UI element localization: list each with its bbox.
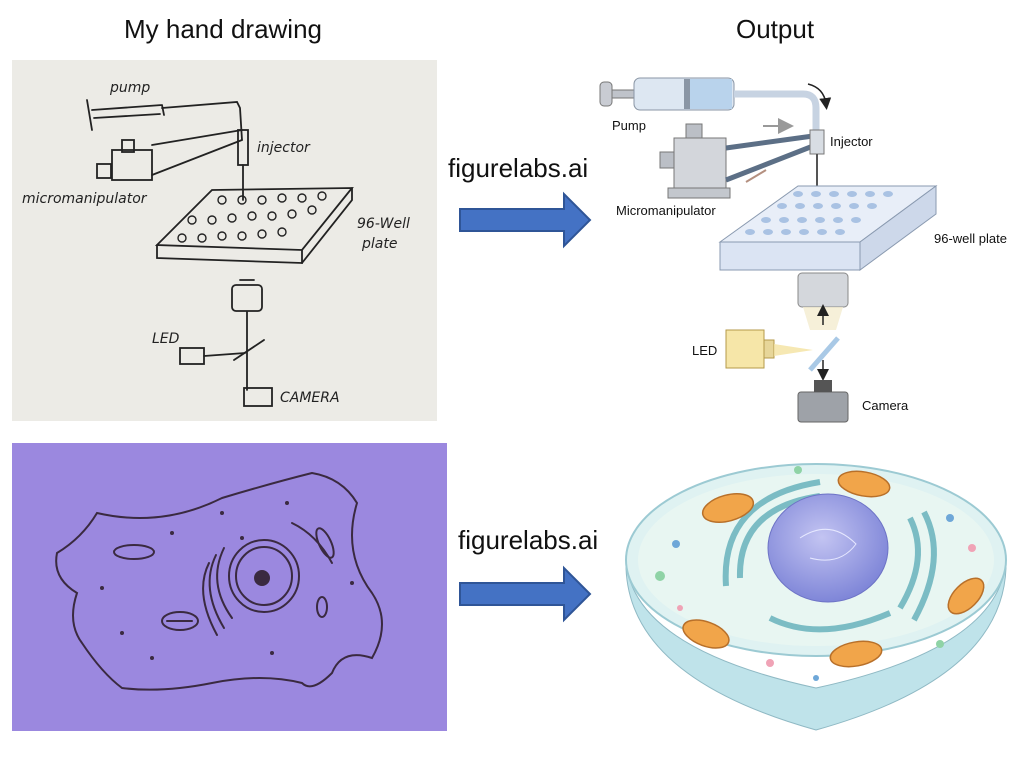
output-label-led: LED xyxy=(692,343,717,358)
hand-drawing-injection-setup: pump injector micromanipulator 96-Well p… xyxy=(12,60,437,421)
output-label-plate: 96-well plate xyxy=(934,231,1007,246)
sketch-label-led: LED xyxy=(152,331,180,347)
hand-drawing-cell xyxy=(12,443,447,731)
arrow-bottom xyxy=(459,565,592,623)
output-label-pump: Pump xyxy=(612,118,646,133)
sketch-label-96-well: 96-Well xyxy=(357,216,410,232)
output-label-micromanipulator: Micromanipulator xyxy=(616,203,716,218)
arrow-label-top: figurelabs.ai xyxy=(448,153,589,183)
sketch-label-plate: plate xyxy=(361,236,397,252)
sketch-label-injector: injector xyxy=(257,140,311,156)
sketch-label-pump: pump xyxy=(109,80,150,96)
sketch-label-micromanipulator: micromanipulator xyxy=(22,191,148,207)
arrow-top xyxy=(459,191,592,249)
left-header: My hand drawing xyxy=(124,14,322,44)
output-label-camera: Camera xyxy=(862,398,909,413)
arrow-label-bottom: figurelabs.ai xyxy=(458,525,599,555)
output-cell-illustration xyxy=(625,463,1007,731)
right-header: Output xyxy=(736,14,815,44)
sketch-label-camera: CAMERA xyxy=(280,390,340,406)
output-label-injector: Injector xyxy=(830,134,873,149)
output-injection-setup: Pump Injector Micromanipulator 96-well p… xyxy=(599,77,1007,423)
